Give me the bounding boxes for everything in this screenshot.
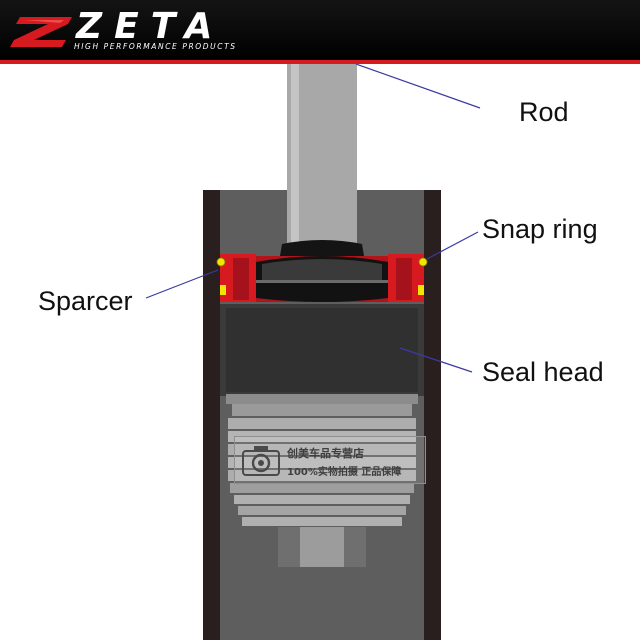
brand-tagline: HIGH PERFORMANCE PRODUCTS	[74, 42, 237, 51]
shim-5	[228, 457, 416, 468]
shim-6	[228, 470, 416, 481]
snap-ring-dot-left	[216, 257, 226, 267]
rod-nut-face-left	[278, 527, 300, 567]
seal-head-face	[226, 308, 418, 392]
store-watermark: 创美车品专营店 100%实物拍摄 正品保障	[234, 436, 426, 484]
shim-10	[242, 517, 402, 526]
brand-name: ZETA	[76, 6, 225, 47]
seal-groove	[256, 280, 388, 283]
callout-snap-ring: Snap ring	[482, 214, 598, 244]
spacer-right-inner	[396, 258, 412, 300]
spacer-left-inner	[233, 258, 249, 300]
brand-header: ZETA HIGH PERFORMANCE PRODUCTS	[0, 0, 640, 60]
tube-wall-left	[203, 190, 220, 640]
seal-head-bottom	[226, 394, 418, 404]
shim-2	[228, 418, 416, 429]
snap-ring-block-right	[418, 285, 424, 295]
snap-ring-block-left	[220, 285, 226, 295]
watermark-guarantee: 100%实物拍摄 正品保障	[287, 467, 402, 478]
shock-cross-section	[145, 64, 481, 640]
rod-nut-face-right	[344, 527, 366, 567]
callout-seal-head: Seal head	[482, 357, 604, 387]
rod-highlight	[291, 64, 299, 252]
zeta-z-logo	[10, 17, 72, 47]
shim-9	[238, 506, 406, 515]
leader-rod	[355, 64, 481, 109]
shim-4	[228, 444, 416, 455]
header-accent-stripe	[0, 60, 640, 64]
snap-ring-dot-right	[418, 257, 428, 267]
shim-7	[230, 483, 414, 493]
leader-seal-head	[399, 347, 473, 373]
callout-sparcer: Sparcer	[38, 286, 133, 316]
leader-snap-ring	[426, 231, 479, 260]
callout-rod: Rod	[519, 97, 569, 127]
rod-nut-face-centre	[300, 527, 344, 567]
watermark-store-name: 创美车品专营店	[287, 447, 364, 460]
shim-1	[232, 404, 412, 416]
camera-icon	[242, 446, 280, 476]
seal-lip	[262, 259, 382, 280]
tube-wall-right	[424, 190, 441, 640]
leader-sparcer	[145, 269, 219, 299]
shim-8	[234, 495, 410, 504]
rod-seal	[280, 240, 364, 256]
